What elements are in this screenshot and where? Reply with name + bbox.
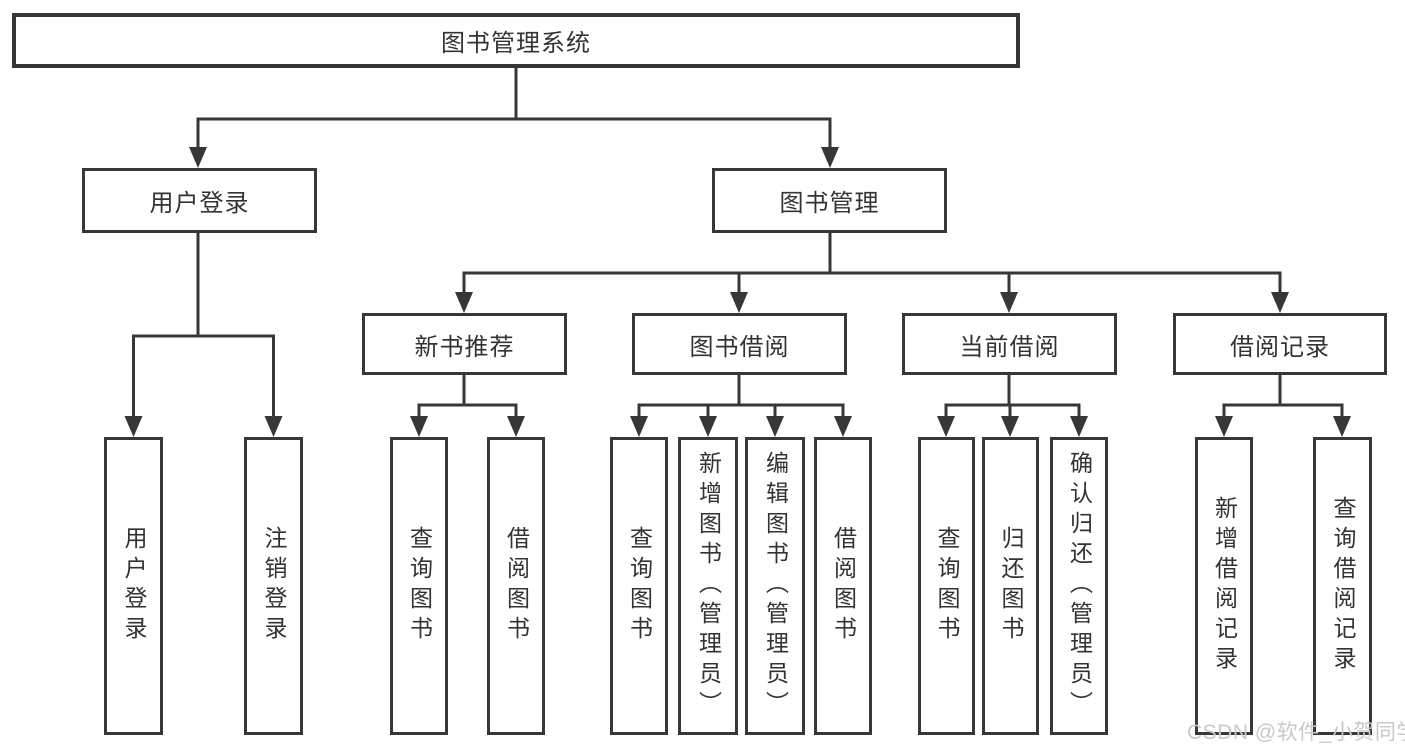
node-label: 查询图书: [934, 526, 960, 646]
node-leaf-query-books-recommend: 查询图书: [390, 437, 448, 735]
node-borrowing-records: 借阅记录: [1173, 313, 1387, 375]
node-leaf-borrow-books-recommend: 借阅图书: [487, 437, 545, 735]
node-label: 借阅记录: [1230, 333, 1330, 361]
node-label: 图书管理: [779, 190, 880, 217]
node-label: 借阅图书: [503, 526, 530, 646]
connector-new-book-recommendation-children: [410, 375, 525, 437]
connector-borrowing-records-children: [1215, 375, 1351, 437]
node-label: 借阅图书: [830, 526, 857, 646]
node-label: 编辑图书（管理员）: [762, 451, 789, 721]
node-leaf-add-borrow-record: 新增借阅记录: [1195, 437, 1253, 735]
csdn-watermark: CSDN @软件_小贺同学: [1187, 721, 1405, 744]
connector-root-to-level2: [189, 68, 839, 168]
node-current-borrowing: 当前借阅: [902, 313, 1117, 375]
connector-user-login-children: [124, 233, 283, 437]
node-leaf-logout: 注销登录: [244, 437, 303, 735]
node-user-login: 用户登录: [82, 168, 317, 233]
node-label: 归还图书: [998, 526, 1024, 646]
node-label: 新书推荐: [414, 333, 515, 361]
node-leaf-return-books: 归还图书: [982, 437, 1039, 735]
node-label: 查询借阅记录: [1330, 496, 1356, 676]
node-leaf-query-books-borrowing: 查询图书: [610, 437, 668, 735]
node-label: 当前借阅: [959, 333, 1060, 361]
node-leaf-query-borrow-record: 查询借阅记录: [1313, 437, 1372, 735]
node-book-borrowing: 图书借阅: [632, 313, 847, 375]
node-new-book-recommendation: 新书推荐: [362, 313, 567, 375]
node-label: 用户登录: [121, 526, 147, 646]
node-leaf-user-login: 用户登录: [104, 437, 163, 735]
connector-book-borrowing-children: [630, 375, 852, 437]
node-label: 用户登录: [149, 190, 250, 217]
node-leaf-borrow-books: 借阅图书: [814, 437, 872, 735]
node-label: 确认归还（管理员）: [1066, 451, 1093, 721]
node-book-management-system: 图书管理系统: [12, 13, 1020, 68]
node-label: 新增图书（管理员）: [695, 451, 722, 721]
node-leaf-query-books-current: 查询图书: [918, 437, 975, 735]
node-leaf-confirm-return-admin: 确认归还（管理员）: [1050, 437, 1108, 735]
connector-book-management-children: [455, 233, 1289, 313]
node-leaf-edit-books-admin: 编辑图书（管理员）: [745, 437, 805, 735]
node-label: 图书借阅: [689, 333, 790, 361]
node-label: 新增借阅记录: [1211, 496, 1238, 676]
node-label: 查询图书: [626, 526, 653, 646]
node-label: 查询图书: [406, 526, 433, 646]
node-leaf-add-books-admin: 新增图书（管理员）: [678, 437, 738, 735]
node-label: 注销登录: [261, 526, 287, 646]
node-book-management: 图书管理: [712, 168, 947, 233]
node-label: 图书管理系统: [441, 30, 591, 57]
connector-current-borrowing-children: [937, 375, 1088, 437]
